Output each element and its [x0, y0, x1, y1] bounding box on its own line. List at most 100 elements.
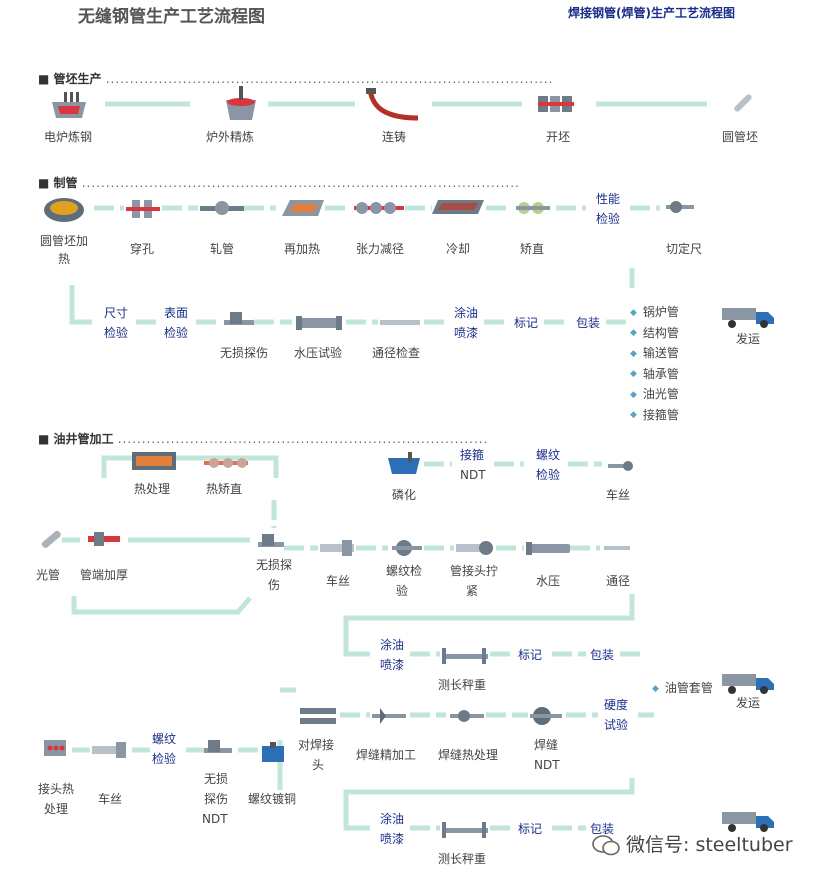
section-dots: ........................................… [117, 432, 489, 446]
product-item: ◆油光管 [630, 384, 679, 405]
check-label: 检验 [152, 752, 177, 766]
check-label: 包装 [590, 648, 615, 662]
product-label: 接箍管 [642, 407, 679, 422]
truck-icon [722, 308, 774, 328]
product-label: 输送管 [642, 346, 679, 360]
thread-gauge-icon [392, 540, 422, 556]
step-label: 焊缝精加工 [356, 748, 417, 762]
wechat-icon [592, 834, 620, 855]
check-label: 尺寸 [104, 306, 129, 320]
step-label: 螺纹镀铜 [248, 792, 297, 806]
step-label: 水压试验 [294, 346, 343, 360]
check-label: 表面 [164, 306, 189, 320]
step-label: 切定尺 [666, 242, 703, 256]
section-dots: ........................................… [105, 72, 554, 86]
check-label: 涂油 [380, 812, 405, 826]
step-label: 无损 [204, 772, 229, 786]
step-label: 伤 [268, 578, 281, 592]
weld-machining-icon [372, 708, 406, 724]
truck-icon [722, 674, 774, 694]
rotary-furnace-icon [44, 198, 84, 222]
bullet-icon: ◆ [630, 369, 637, 379]
step-label: 圆管坯 [722, 130, 759, 144]
section-header-pipemaking: ■ 制管 ...................................… [38, 176, 520, 190]
product-item: ◆轴承管 [630, 364, 679, 385]
step-label: 焊缝 [534, 738, 559, 752]
step-label: 穿孔 [130, 242, 155, 256]
step-label: 连铸 [382, 130, 407, 144]
check-label: 螺纹 [536, 448, 561, 462]
check-label: 检验 [104, 326, 129, 340]
check-label: 螺纹 [152, 732, 177, 746]
reheating-furnace-icon [282, 200, 324, 216]
step-label: 炉外精炼 [206, 130, 255, 144]
step-label: 验 [396, 584, 409, 598]
step-label: 矫直 [520, 242, 545, 256]
heat-treatment-icon [132, 452, 176, 470]
step-label: 探伤 [204, 792, 229, 806]
coupling-heat-treatment-icon [44, 740, 66, 756]
copper-plating-icon [262, 742, 284, 762]
upsetting-icon [88, 532, 120, 546]
welded-pipe-process-link[interactable]: 焊接钢管(焊管)生产工艺流程图 [568, 6, 735, 20]
hydrostatic-test-icon [296, 316, 342, 330]
drift-test-icon [604, 546, 630, 550]
section-dots: ........................................… [81, 176, 520, 190]
bare-pipe-icon [41, 530, 61, 548]
continuous-caster-icon [366, 88, 419, 121]
hot-straightening-icon [204, 458, 248, 468]
ndt-icon [204, 740, 232, 753]
step-label: 车丝 [606, 488, 631, 502]
step-label: 紧 [466, 584, 479, 598]
check-label: 检验 [596, 212, 621, 226]
product-item: ◆油管套管 [652, 678, 713, 699]
check-label: 检验 [536, 468, 561, 482]
ndt-icon [258, 534, 284, 547]
cut-to-length-icon [666, 201, 694, 213]
step-label: 无损探伤 [220, 346, 269, 360]
truck-icon [722, 812, 774, 832]
ndt-icon [224, 312, 254, 325]
step-label: 张力减径 [356, 242, 405, 256]
step-label: 冷却 [446, 242, 471, 256]
rolling-stand-icon [538, 96, 574, 112]
step-label: 磷化 [392, 488, 417, 502]
step-label: 测长秤重 [438, 678, 487, 692]
check-label: 包装 [576, 316, 601, 330]
straightener-icon [516, 202, 550, 214]
step-label: NDT [460, 468, 486, 482]
page-title: 无缝钢管生产工艺流程图 [78, 7, 265, 27]
drift-test-icon [380, 320, 420, 325]
connector-lines [62, 101, 707, 831]
weld-ndt-icon [530, 707, 562, 725]
step-label: 热处理 [134, 482, 171, 496]
threading-icon [92, 742, 126, 758]
check-label: 硬度 [604, 698, 629, 712]
step-label: 管接头拧 [450, 564, 499, 578]
ladle-icon [226, 86, 256, 120]
check-label: 喷漆 [380, 658, 405, 672]
step-label: 接头热 [38, 782, 75, 796]
step-label: 螺纹检 [386, 564, 423, 578]
cooling-bed-icon [432, 200, 484, 214]
step-label: NDT [202, 812, 228, 826]
product-list: ◆锅炉管 ◆结构管 ◆输送管 ◆轴承管 ◆油光管 ◆接箍管 [630, 302, 679, 425]
check-label: 包装 [590, 822, 615, 836]
step-label: 通径检查 [372, 346, 421, 360]
watermark: 微信号: steeltuber [592, 830, 793, 857]
check-label: 试验 [604, 718, 629, 732]
ship-label: 发运 [736, 696, 761, 710]
weighing-icon [442, 822, 488, 838]
piercing-mill-icon [126, 200, 160, 218]
round-billet-icon [734, 94, 752, 112]
bullet-icon: ◆ [630, 348, 637, 359]
step-label: 焊缝热处理 [438, 748, 499, 762]
check-label: 性能 [596, 192, 621, 206]
watermark-text: 微信号: steeltuber [626, 834, 793, 856]
bullet-icon: ◆ [630, 389, 637, 400]
section-header-billet: ■ 管坯生产 .................................… [38, 72, 554, 86]
section-title: 油井管加工 [53, 432, 114, 446]
bullet-icon: ◆ [630, 410, 637, 420]
step-label: 光管 [36, 568, 61, 582]
